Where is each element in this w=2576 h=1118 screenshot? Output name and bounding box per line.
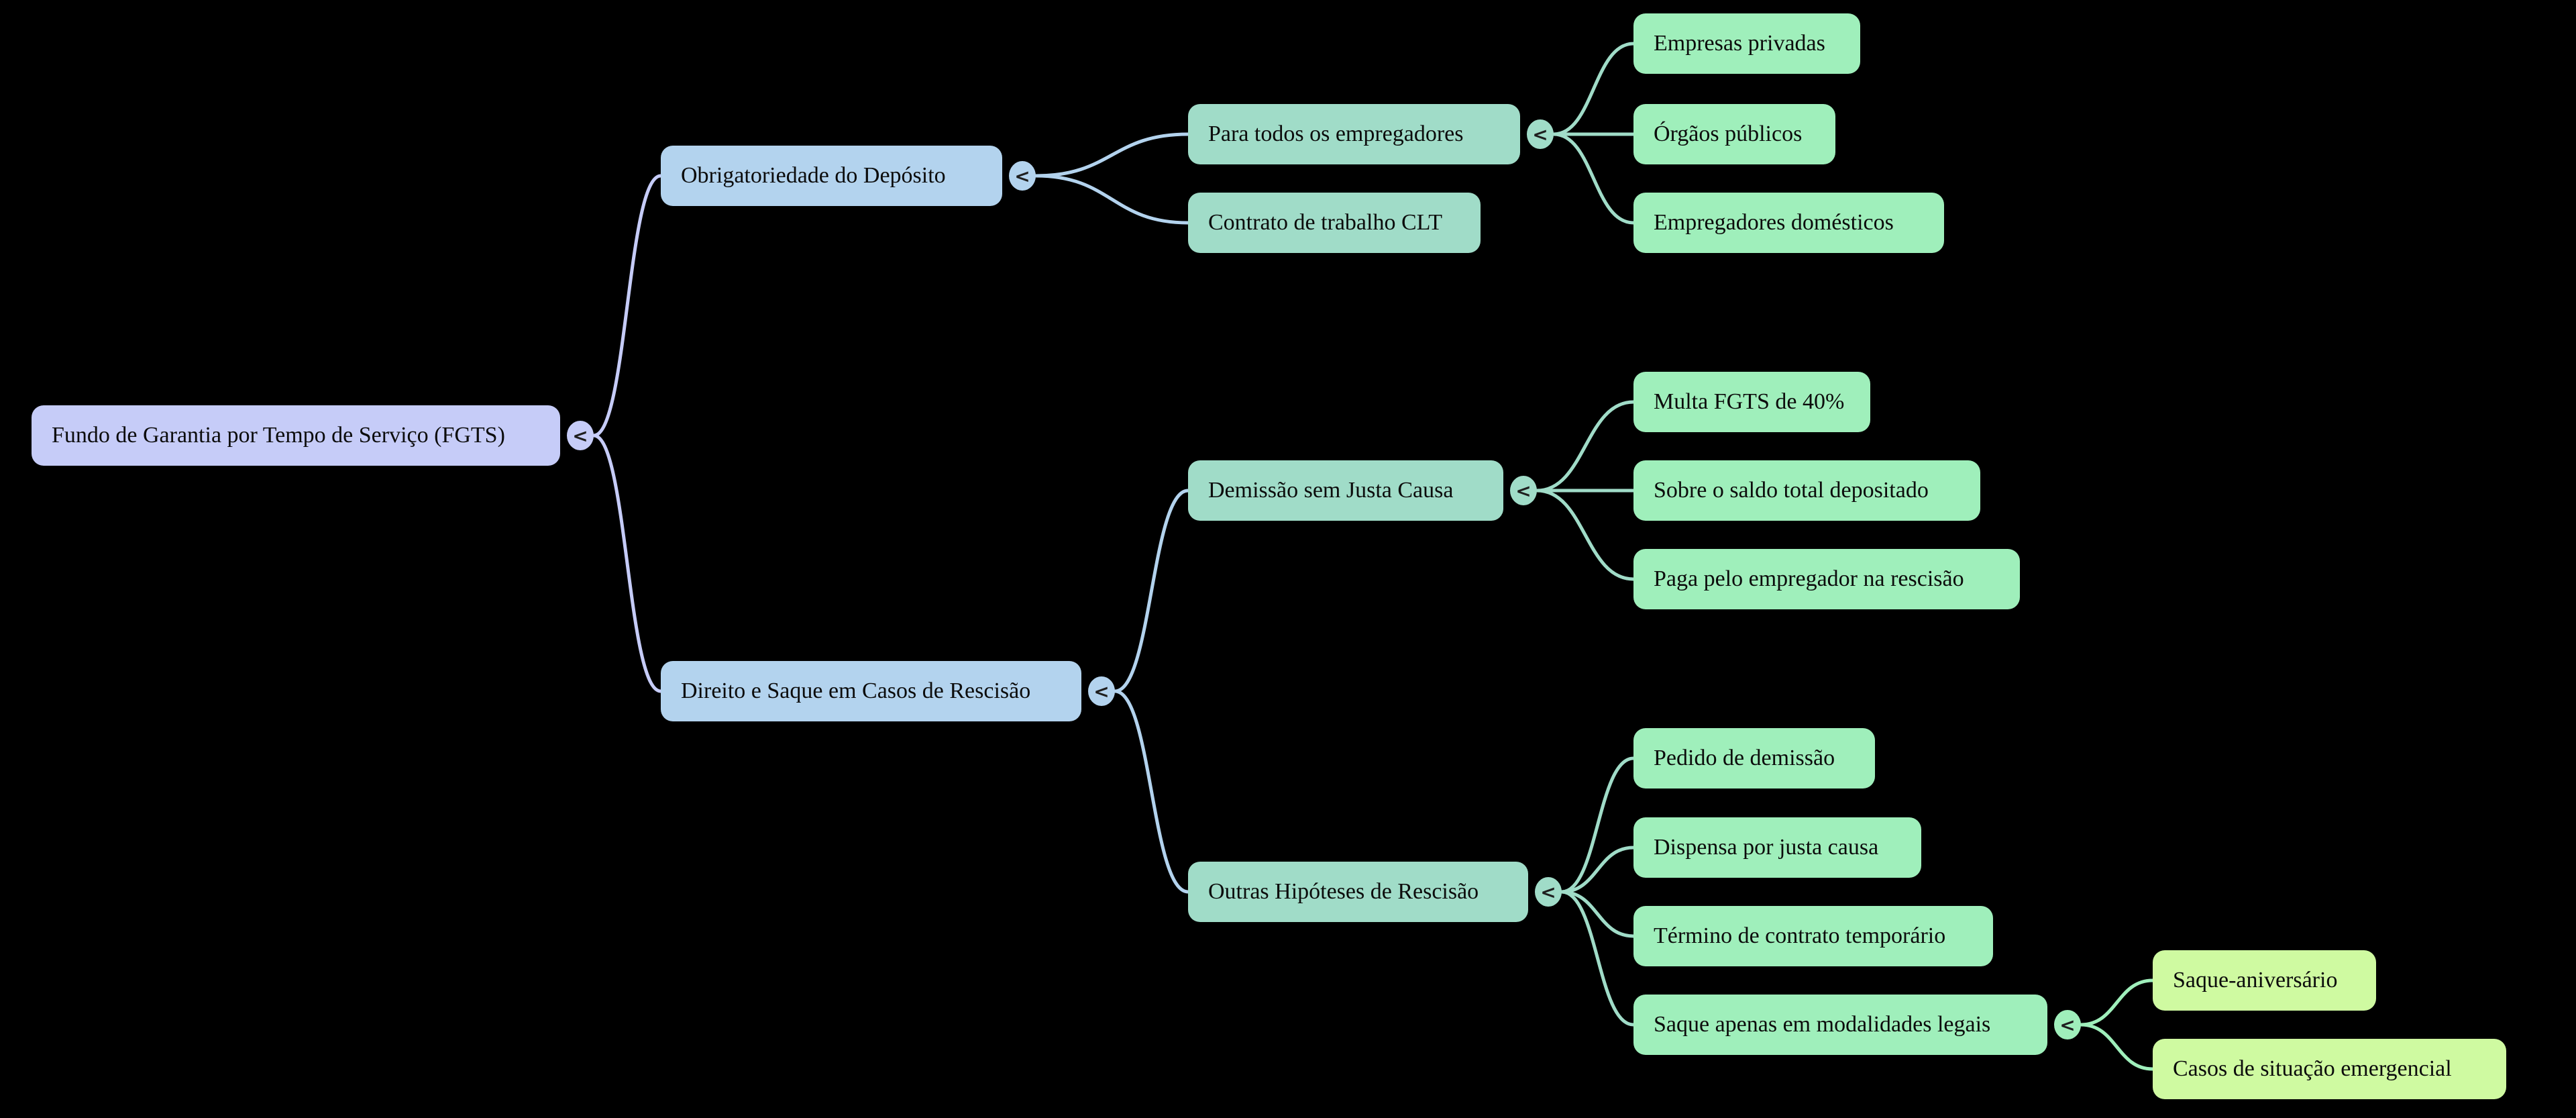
node-label-empregadores-domesticos: Empregadores domésticos: [1654, 210, 1894, 235]
node-orgaos-publicos: Órgãos públicos: [1633, 104, 1835, 164]
node-paga-pelo-empregador: Paga pelo empregador na rescisão: [1633, 549, 2020, 609]
node-multa-fgts-40: Multa FGTS de 40%: [1633, 372, 1870, 432]
node-label-saque-modalidades-legais: Saque apenas em modalidades legais: [1654, 1012, 1991, 1037]
node-label-pedido-de-demissao: Pedido de demissão: [1654, 746, 1835, 770]
node-fgts-root: Fundo de Garantia por Tempo de Serviço (…: [32, 405, 560, 466]
node-label-orgaos-publicos: Órgãos públicos: [1654, 121, 1803, 146]
node-label-saldo-total-depositado: Sobre o saldo total depositado: [1654, 478, 1929, 503]
node-saque-modalidades-legais: Saque apenas em modalidades legais: [1633, 995, 2047, 1055]
link-outras-hipoteses-de-rescisao-to-pedido-de-demissao: [1560, 756, 1635, 894]
link-outras-hipoteses-de-rescisao-to-dispensa-por-justa-causa: [1560, 846, 1635, 894]
node-label-saque-aniversario: Saque-aniversário: [2173, 968, 2338, 993]
chevron-left-icon: <: [1515, 479, 1532, 502]
node-empresas-privadas: Empresas privadas: [1633, 13, 1860, 74]
node-pedido-de-demissao: Pedido de demissão: [1633, 728, 1875, 789]
link-direito-e-saque-to-demissao-sem-justa-causa: [1113, 489, 1190, 693]
collapse-toggle-fgts-root[interactable]: <: [567, 421, 594, 450]
node-label-paga-pelo-empregador: Paga pelo empregador na rescisão: [1654, 566, 1964, 591]
node-termino-contrato-temporario: Término de contrato temporário: [1633, 906, 1993, 966]
node-demissao-sem-justa-causa: Demissão sem Justa Causa: [1188, 460, 1503, 521]
link-obrigatoriedade-do-deposito-to-contrato-de-trabalho-clt: [1034, 174, 1190, 225]
collapse-toggle-saque-modalidades-legais[interactable]: <: [2054, 1010, 2081, 1039]
node-label-termino-contrato-temporario: Término de contrato temporário: [1654, 923, 1946, 948]
node-saque-aniversario: Saque-aniversário: [2153, 950, 2376, 1011]
collapse-toggle-direito-e-saque[interactable]: <: [1088, 676, 1115, 706]
node-obrigatoriedade-do-deposito: Obrigatoriedade do Depósito: [661, 146, 1002, 206]
node-label-multa-fgts-40: Multa FGTS de 40%: [1654, 389, 1845, 414]
link-obrigatoriedade-do-deposito-to-para-todos-os-empregadores: [1034, 132, 1190, 178]
link-saque-modalidades-legais-to-saque-aniversario: [2079, 978, 2155, 1027]
node-label-fgts-root: Fundo de Garantia por Tempo de Serviço (…: [52, 423, 505, 448]
chevron-left-icon: <: [2059, 1013, 2076, 1036]
chevron-left-icon: <: [1540, 880, 1556, 903]
link-fgts-root-to-direito-e-saque: [592, 434, 663, 693]
node-direito-e-saque: Direito e Saque em Casos de Rescisão: [661, 661, 1081, 721]
collapse-toggle-para-todos-os-empregadores[interactable]: <: [1527, 119, 1554, 149]
node-label-empresas-privadas: Empresas privadas: [1654, 31, 1825, 56]
node-label-para-todos-os-empregadores: Para todos os empregadores: [1208, 121, 1464, 146]
node-dispensa-por-justa-causa: Dispensa por justa causa: [1633, 817, 1921, 878]
link-demissao-sem-justa-causa-to-multa-fgts-40: [1535, 400, 1635, 493]
chevron-left-icon: <: [1532, 123, 1548, 146]
link-direito-e-saque-to-outras-hipoteses-de-rescisao: [1113, 689, 1190, 894]
chevron-left-icon: <: [1014, 164, 1030, 187]
collapse-toggle-obrigatoriedade-do-deposito[interactable]: <: [1009, 161, 1036, 191]
node-casos-situacao-emergencial: Casos de situação emergencial: [2153, 1039, 2506, 1099]
node-label-dispensa-por-justa-causa: Dispensa por justa causa: [1654, 835, 1879, 860]
node-saldo-total-depositado: Sobre o saldo total depositado: [1633, 460, 1980, 521]
node-label-obrigatoriedade-do-deposito: Obrigatoriedade do Depósito: [681, 163, 946, 188]
link-fgts-root-to-obrigatoriedade-do-deposito: [592, 174, 663, 438]
node-contrato-de-trabalho-clt: Contrato de trabalho CLT: [1188, 193, 1481, 253]
chevron-left-icon: <: [1093, 680, 1110, 703]
node-label-contrato-de-trabalho-clt: Contrato de trabalho CLT: [1208, 210, 1443, 235]
chevron-left-icon: <: [572, 424, 588, 447]
node-label-outras-hipoteses-de-rescisao: Outras Hipóteses de Rescisão: [1208, 879, 1479, 904]
link-saque-modalidades-legais-to-casos-situacao-emergencial: [2079, 1023, 2155, 1071]
link-outras-hipoteses-de-rescisao-to-saque-modalidades-legais: [1560, 890, 1635, 1027]
collapse-toggle-demissao-sem-justa-causa[interactable]: <: [1510, 476, 1537, 505]
node-label-direito-e-saque: Direito e Saque em Casos de Rescisão: [681, 678, 1031, 703]
node-label-casos-situacao-emergencial: Casos de situação emergencial: [2173, 1056, 2452, 1081]
link-demissao-sem-justa-causa-to-paga-pelo-empregador: [1535, 489, 1635, 581]
node-outras-hipoteses-de-rescisao: Outras Hipóteses de Rescisão: [1188, 862, 1528, 922]
link-para-todos-os-empregadores-to-empresas-privadas: [1552, 42, 1635, 136]
collapse-toggle-outras-hipoteses-de-rescisao[interactable]: <: [1535, 877, 1562, 907]
link-para-todos-os-empregadores-to-empregadores-domesticos: [1552, 132, 1635, 225]
node-para-todos-os-empregadores: Para todos os empregadores: [1188, 104, 1520, 164]
node-label-demissao-sem-justa-causa: Demissão sem Justa Causa: [1208, 478, 1454, 503]
link-outras-hipoteses-de-rescisao-to-termino-contrato-temporario: [1560, 890, 1635, 938]
node-empregadores-domesticos: Empregadores domésticos: [1633, 193, 1944, 253]
